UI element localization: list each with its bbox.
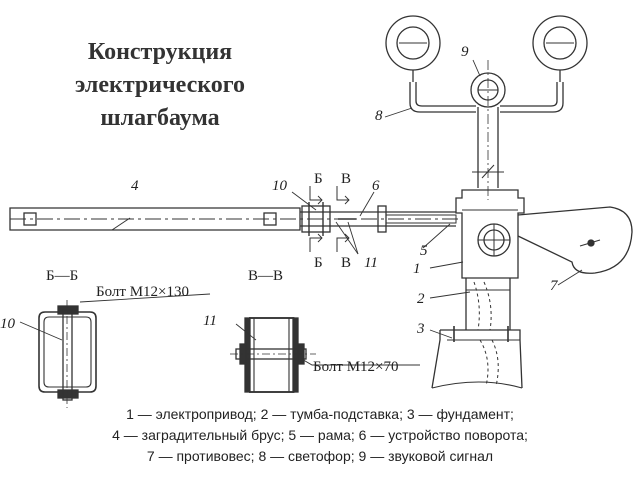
label-part-10-top: 10 (272, 178, 288, 194)
legend-line-1: 1 — электропривод; 2 — тумба-подставка; … (126, 406, 514, 422)
section-mark-b-bottom: Б (314, 255, 323, 271)
turning-device (301, 202, 457, 236)
legend-line-2: 4 — заградительный брус; 5 — рама; 6 — у… (112, 427, 528, 443)
section-vv-drawing (230, 317, 420, 393)
section-cut-markers (309, 186, 350, 252)
label-part-8: 8 (375, 108, 383, 124)
diagram-title: Конструкция электрического шлагбаума (40, 36, 280, 135)
electric-drive (455, 189, 525, 279)
counterweight (517, 206, 633, 274)
traffic-light-left (385, 15, 441, 82)
barrier-arm (9, 207, 460, 231)
label-part-2: 2 (417, 291, 425, 307)
label-part-7: 7 (550, 278, 559, 294)
section-mark-v-top: В (341, 171, 351, 187)
bolt-label-bb: Болт М12×130 (96, 284, 189, 300)
signal-bracket (409, 82, 564, 113)
label-part-4: 4 (131, 178, 139, 194)
section-mark-v-bottom: В (341, 255, 351, 271)
pedestal (465, 278, 511, 331)
leader-lines (291, 59, 583, 339)
label-part-10-section: 10 (0, 316, 16, 332)
section-mark-b-top: Б (314, 171, 323, 187)
label-part-1: 1 (413, 261, 421, 277)
label-part-9: 9 (461, 44, 469, 60)
label-part-11-section: 11 (203, 313, 217, 329)
label-part-6: 6 (372, 178, 380, 194)
label-part-5: 5 (420, 243, 428, 259)
title-line-3: шлагбаума (100, 105, 220, 131)
mast (472, 60, 504, 200)
label-part-11-top: 11 (364, 255, 378, 271)
label-part-3: 3 (416, 321, 425, 337)
bolt-label-vv: Болт М12×70 (313, 359, 399, 375)
section-bb-drawing (19, 293, 211, 408)
legend: 1 — электропривод; 2 — тумба-подставка; … (0, 404, 640, 467)
traffic-light-right (532, 15, 588, 82)
section-title-bb: Б—Б (46, 268, 78, 284)
title-line-1: Конструкция (87, 39, 233, 65)
legend-line-3: 7 — противовес; 8 — светофор; 9 — звуков… (146, 448, 494, 464)
title-line-2: электрического (74, 72, 246, 98)
section-title-vv: В—В (248, 268, 283, 284)
